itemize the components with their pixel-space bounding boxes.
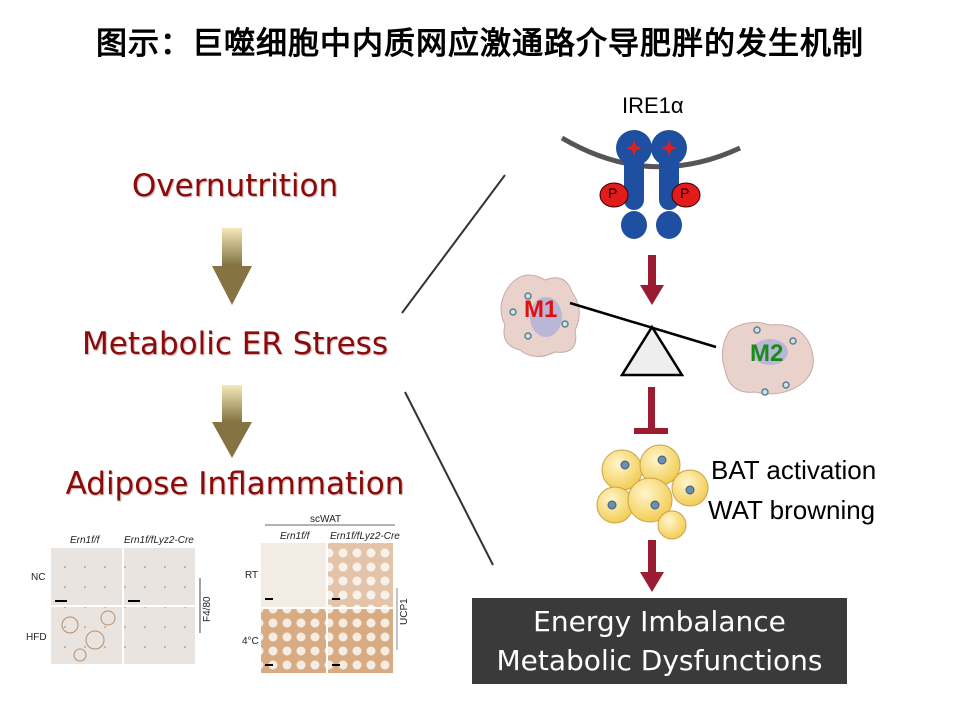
row-label: NC bbox=[31, 572, 46, 583]
adipocyte-cluster-icon bbox=[596, 444, 709, 540]
col-header: Ern1f/f bbox=[280, 531, 310, 542]
connector-line-bottom bbox=[404, 391, 494, 566]
stain-label: F4/80 bbox=[202, 596, 213, 622]
step-metabolic-er-stress: Metabolic ER Stress bbox=[82, 326, 388, 362]
arrow-down-ire1 bbox=[640, 255, 664, 305]
step-adipose-inflammation: Adipose Inflammation bbox=[65, 466, 405, 502]
stain-label: UCP1 bbox=[399, 598, 410, 625]
row-label: RT bbox=[245, 570, 259, 581]
seesaw-beam bbox=[569, 301, 717, 349]
connector-line-top bbox=[401, 174, 506, 314]
bat-activation-label: BAT activation bbox=[711, 455, 877, 485]
down-arrow-1 bbox=[212, 228, 252, 305]
phospho-left-icon bbox=[599, 182, 629, 208]
outcome-line: Metabolic Dysfunctions bbox=[496, 644, 823, 677]
col-header: Ern1f/f bbox=[70, 535, 100, 546]
f480-micrograph bbox=[51, 548, 201, 664]
row-label: HFD bbox=[26, 632, 47, 643]
ucp1-micrograph bbox=[261, 524, 398, 673]
page-title: 图示：巨噬细胞中内质网应激通路介导肥胖的发生机制 bbox=[96, 26, 864, 62]
seesaw-fulcrum bbox=[619, 324, 685, 377]
outcome-line: Energy Imbalance bbox=[533, 605, 786, 638]
er-membrane bbox=[560, 135, 742, 170]
arrow-down-outcome bbox=[640, 540, 664, 592]
phospho-label: P bbox=[680, 185, 690, 201]
phospho-label: P bbox=[608, 185, 618, 201]
group-label: scWAT bbox=[310, 514, 342, 525]
phospho-right-icon bbox=[671, 182, 701, 208]
down-arrow-2 bbox=[212, 385, 252, 458]
inhibition-bar-icon bbox=[634, 387, 668, 434]
step-overnutrition: Overnutrition bbox=[131, 168, 339, 204]
col-header: Ern1f/fLyz2-Cre bbox=[330, 531, 400, 542]
m1-label: M1 bbox=[524, 296, 558, 323]
ire1a-dimer-icon bbox=[616, 130, 687, 239]
wat-browning-label: WAT browning bbox=[708, 495, 876, 525]
col-header: Ern1f/fLyz2-Cre bbox=[124, 535, 194, 546]
row-label: 4°C bbox=[242, 636, 259, 647]
outcome-box: Energy Imbalance Metabolic Dysfunctions bbox=[472, 598, 847, 684]
m2-label: M2 bbox=[750, 340, 784, 367]
ire1a-label: IRE1α bbox=[622, 93, 684, 118]
